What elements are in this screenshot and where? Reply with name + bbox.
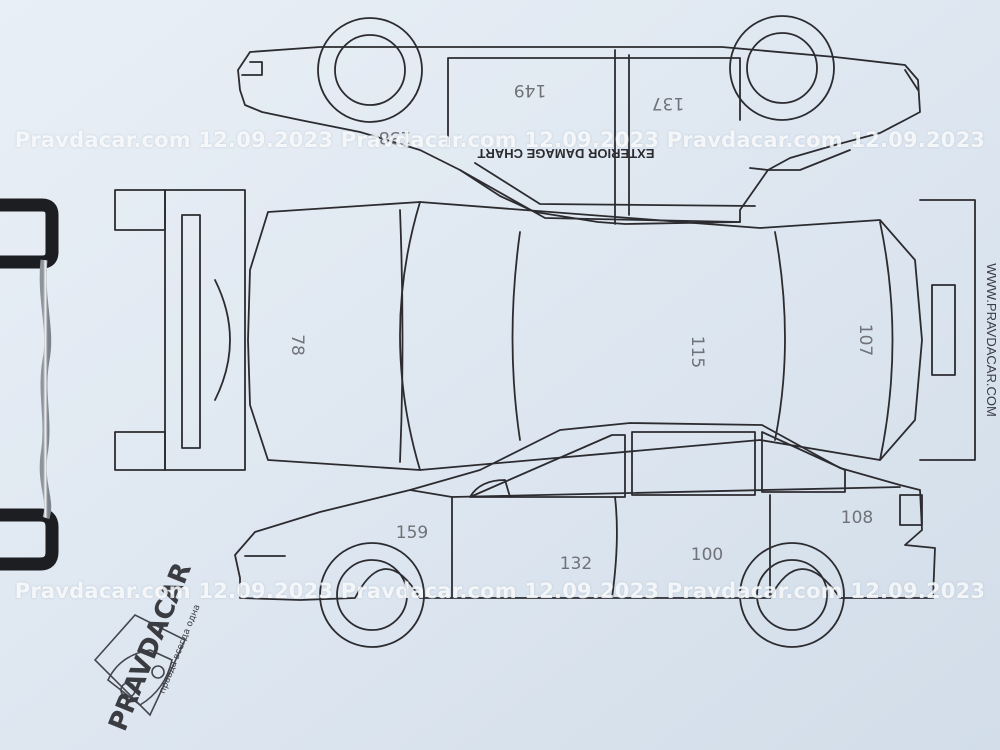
reading-rear-door: 100 [691, 545, 723, 565]
reading-roof: 115 [687, 336, 707, 368]
side-view-upside-down: EXTERIOR DAMAGE CHART [237, 15, 921, 225]
reading-rear-fender: 108 [841, 508, 873, 528]
reading-top-right-door: 137 [652, 93, 684, 113]
watermark-top: Pravdacar.com 12.09.2023 Pravdacar.com 1… [14, 128, 986, 152]
reading-top-left-door: 149 [514, 80, 546, 100]
car-diagram: EXTERIOR DAMAGE CHART [114, 15, 976, 648]
plan-view [114, 189, 976, 471]
side-view-upright [234, 422, 936, 648]
reading-top-front-fender: 138 [379, 127, 411, 147]
reading-front-fender: 159 [396, 523, 428, 543]
reading-front-door: 132 [560, 554, 592, 574]
binder-clip [0, 198, 59, 571]
website-vertical: WWW.PRAVDACAR.COM [984, 263, 999, 417]
chart-title: EXTERIOR DAMAGE CHART [477, 146, 654, 161]
watermark-bottom: Pravdacar.com 12.09.2023 Pravdacar.com 1… [14, 579, 986, 603]
reading-trunk: 107 [855, 324, 875, 356]
paint-readings: 149 137 138 78 115 107 159 132 100 108 [287, 80, 875, 574]
reading-hood: 78 [287, 334, 307, 356]
